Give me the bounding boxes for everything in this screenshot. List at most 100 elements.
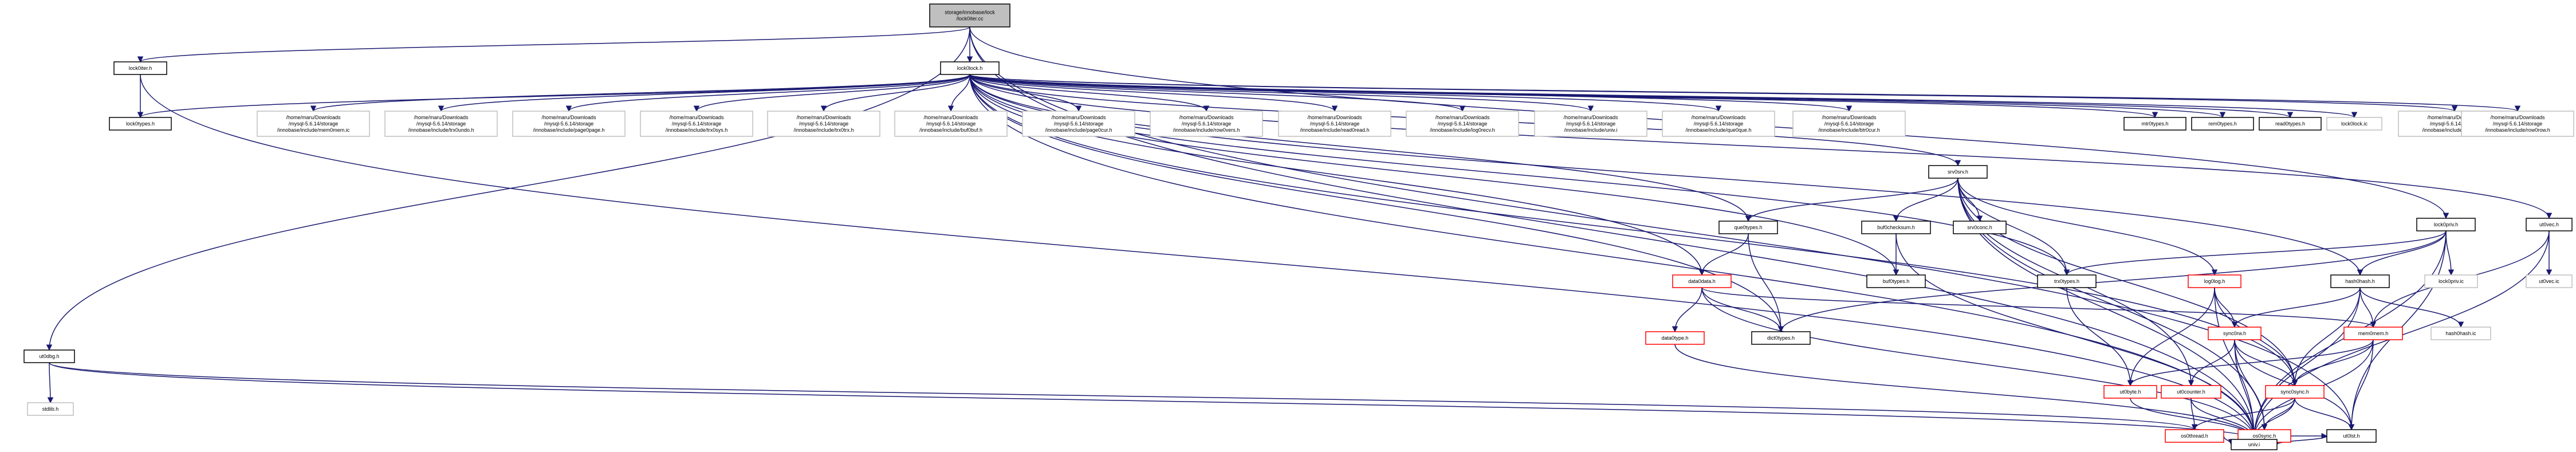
node-label-line: lock0lock.h (957, 65, 983, 71)
edge-ut0dbg_h-to-os0thread_h (49, 362, 2197, 431)
node-log0log-h[interactable]: log0log.h (2188, 274, 2241, 288)
node-p-que0que-h[interactable]: /home/maru/Downloads/mysql-5.6.14/storag… (1662, 111, 1775, 137)
edge-lock0lock_h-to-hash0hash_h (969, 74, 2363, 276)
node-label-line: /mysql-5.6.14/storage (1824, 121, 1874, 127)
node-label-line: /home/maru/Downloads (541, 115, 596, 120)
node-srv0srv-h[interactable]: srv0srv.h (1928, 165, 1988, 179)
node-data0data-h[interactable]: data0data.h (1672, 274, 1732, 288)
edge-ut0lst_h-to-univ_i (2274, 435, 2327, 446)
node-label-line: /home/maru/Downloads (1179, 115, 1234, 120)
node-label-line: /mysql-5.6.14/storage (416, 121, 466, 127)
node-p-buf0buf-h[interactable]: /home/maru/Downloads/mysql-5.6.14/storag… (894, 111, 1008, 137)
node-label-line: data0type.h (1661, 335, 1688, 341)
node-mem0mem-h[interactable]: mem0mem.h (2343, 327, 2403, 340)
node-label-line: /innobase/include/row0row.h (2485, 127, 2550, 133)
node-label-line: /mysql-5.6.14/storage (1566, 121, 1616, 127)
node-lock0priv-h[interactable]: lock0priv.h (2416, 218, 2476, 231)
edge-lock0iter_h-to-univ_i (140, 74, 2258, 441)
node-label-line: /mysql-5.6.14/storage (1054, 121, 1104, 127)
node-p-btr0cur-h[interactable]: /home/maru/Downloads/mysql-5.6.14/storag… (1792, 111, 1906, 137)
node-sync0sync-h[interactable]: sync0sync.h (2265, 385, 2325, 399)
edge-sync0sync_h-to-os0sync_h (2261, 398, 2295, 431)
node-p-row0row-h[interactable]: /home/maru/Downloads/mysql-5.6.14/storag… (2461, 111, 2574, 137)
node-label-line: srv0conc.h (1967, 225, 1992, 230)
node-box (1751, 331, 1811, 345)
edge-hash0hash_h-to-hash0hash_ic (2359, 287, 2464, 328)
node-box (894, 111, 1008, 137)
edge-lock0lock_h-to-p_mem0mem_ic (310, 74, 970, 112)
node-p-page0cur-h[interactable]: /home/maru/Downloads/mysql-5.6.14/storag… (1022, 111, 1135, 137)
node-label-line: sync0sync.h (2280, 389, 2309, 395)
edge-root-to-ut0lst_h (969, 26, 2355, 431)
node-label-line: mem0mem.h (2358, 331, 2389, 336)
node-lock0lock-h[interactable]: lock0lock.h (940, 61, 1000, 75)
node-p-read0read-h[interactable]: /home/maru/Downloads/mysql-5.6.14/storag… (1278, 111, 1391, 137)
node-box (767, 111, 880, 137)
edge-lock0lock_h-to-p_page0page_h (565, 74, 970, 112)
node-srv0conc-h[interactable]: srv0conc.h (1953, 221, 2007, 234)
node-label-line: /home/maru/Downloads (1051, 115, 1106, 120)
node-hash0hash-ic[interactable]: hash0hash.ic (2431, 327, 2491, 340)
node-p-univ-i[interactable]: /home/maru/Downloads/mysql-5.6.14/storag… (1534, 111, 1647, 137)
edge-lock0lock_h-to-p_trx0trx_h (820, 74, 970, 112)
node-root[interactable]: storage/innobase/lock/lock0iter.cc (929, 3, 1010, 27)
node-que0types-h[interactable]: que0types.h (1718, 221, 1778, 234)
node-dict0types-h[interactable]: dict0types.h (1751, 331, 1811, 345)
edge-lock0lock_h-to-p_row0vers_h (969, 74, 1210, 112)
node-box (1792, 111, 1906, 137)
node-ut0vec-h[interactable]: ut0vec.h (2526, 218, 2573, 231)
node-box (512, 111, 626, 137)
node-lock0types-h[interactable]: lock0types.h (109, 117, 172, 131)
node-lock0iter-h[interactable]: lock0iter.h (113, 61, 167, 75)
edge-trx0types_h-to-ut0byte_h (2066, 287, 2134, 387)
node-p-trx0undo-h[interactable]: /home/maru/Downloads/mysql-5.6.14/storag… (384, 111, 498, 137)
edge-sync0rw_h-to-univ_i (2234, 339, 2258, 441)
node-data0type-h[interactable]: data0type.h (1645, 331, 1705, 345)
node-ut0vec-ic[interactable]: ut0vec.ic (2526, 274, 2573, 288)
node-p-log0recv-h[interactable]: /home/maru/Downloads/mysql-5.6.14/storag… (1406, 111, 1519, 137)
node-p-row0vers-h[interactable]: /home/maru/Downloads/mysql-5.6.14/storag… (1150, 111, 1263, 137)
node-box (940, 61, 1000, 75)
node-label-line: /innobase/include/dict0dict.h (2422, 127, 2487, 133)
node-p-page0page-h[interactable]: /home/maru/Downloads/mysql-5.6.14/storag… (512, 111, 626, 137)
node-trx0types-h[interactable]: trx0types.h (2037, 274, 2097, 288)
node-label-line: /mysql-5.6.14/storage (2493, 121, 2543, 127)
node-lock0lock-ic[interactable]: lock0lock.ic (2326, 117, 2382, 131)
node-hash0hash-h[interactable]: hash0hash.h (2330, 274, 2390, 288)
node-label-line: trx0types.h (2054, 278, 2079, 284)
node-ut0dbg-h[interactable]: ut0dbg.h (23, 349, 75, 363)
node-p-trx0trx-h[interactable]: /home/maru/Downloads/mysql-5.6.14/storag… (767, 111, 880, 137)
node-sync0rw-h[interactable]: sync0rw.h (2208, 327, 2262, 340)
node-ut0byte-h[interactable]: ut0byte.h (2103, 385, 2157, 399)
node-label-line: read0types.h (2275, 121, 2305, 127)
node-box (1866, 274, 1926, 288)
edge-buf0checksum_h-to-univ_i (1895, 233, 2258, 441)
node-buf0checksum-h[interactable]: buf0checksum.h (1861, 221, 1931, 234)
node-ut0counter-h[interactable]: ut0counter.h (2161, 385, 2221, 399)
node-os0thread-h[interactable]: os0thread.h (2165, 429, 2224, 443)
edge-lock0lock_h-to-p_univ_i (969, 74, 1594, 112)
node-box (2208, 327, 2262, 340)
node-rem0types-h[interactable]: rem0types.h (2191, 117, 2254, 131)
edge-lock0priv_h-to-trx0types_h (2063, 230, 2447, 276)
node-univ-i[interactable]: univ.i (2231, 439, 2278, 450)
node-box (27, 402, 74, 416)
node-lock0priv-ic[interactable]: lock0priv.ic (2424, 274, 2478, 288)
node-label-line: lock0iter.h (129, 65, 152, 71)
node-stdlib-h[interactable]: stdlib.h (27, 402, 74, 416)
node-buf0types-h[interactable]: buf0types.h (1866, 274, 1926, 288)
node-box (2431, 327, 2491, 340)
node-p-mem0mem-ic[interactable]: /home/maru/Downloads/mysql-5.6.14/storag… (257, 111, 370, 137)
node-read0types-h[interactable]: read0types.h (2259, 117, 2322, 131)
edge-sync0rw_h-to-sync0sync_h (2234, 339, 2298, 387)
node-label-line: sync0rw.h (2223, 331, 2246, 336)
node-mtr0types-h[interactable]: mtr0types.h (2123, 117, 2186, 131)
node-label-line: /home/maru/Downloads (1307, 115, 1362, 120)
node-box (1953, 221, 2007, 234)
node-p-trx0sys-h[interactable]: /home/maru/Downloads/mysql-5.6.14/storag… (640, 111, 753, 137)
node-box (2526, 218, 2573, 231)
node-label-line: /home/maru/Downloads (923, 115, 978, 120)
node-box (257, 111, 370, 137)
node-label-line: data0data.h (1688, 278, 1716, 284)
node-ut0lst-h[interactable]: ut0lst.h (2326, 429, 2377, 443)
